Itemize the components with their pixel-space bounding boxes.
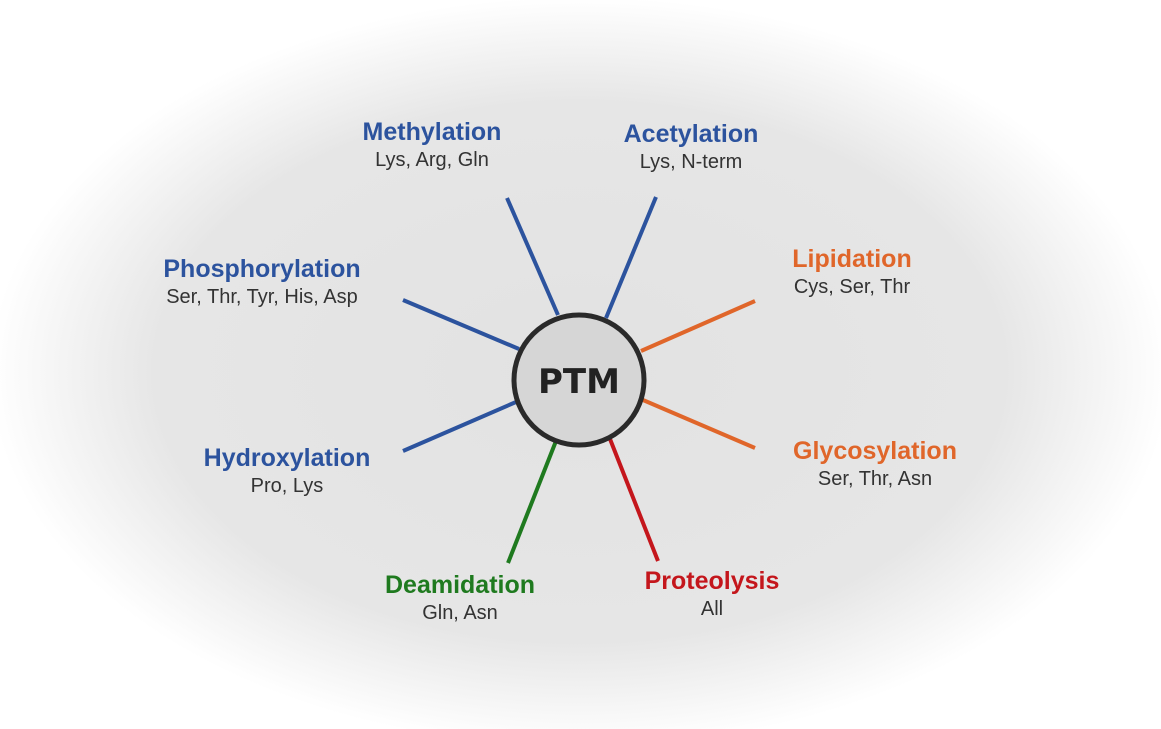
label-phosphorylation: Phosphorylation Ser, Thr, Tyr, His, Asp bbox=[163, 254, 360, 310]
acetylation-name: Acetylation bbox=[623, 120, 759, 148]
spoke-deamidation bbox=[506, 440, 558, 564]
acetylation-residues: Lys, N-term bbox=[639, 151, 743, 173]
label-methylation: Methylation Lys, Arg, Gln bbox=[363, 117, 502, 173]
hydroxylation-name: Hydroxylation bbox=[203, 444, 371, 472]
proteolysis-name: Proteolysis bbox=[644, 567, 780, 595]
spoke-methylation bbox=[505, 197, 560, 316]
phosphorylation-residues: Ser, Thr, Tyr, His, Asp bbox=[166, 286, 358, 308]
ptm-hub-circle bbox=[511, 312, 647, 448]
label-hydroxylation: Hydroxylation Pro, Lys bbox=[204, 443, 371, 499]
label-deamidation: Deamidation Gln, Asn bbox=[385, 570, 535, 626]
spoke-proteolysis bbox=[608, 438, 660, 562]
spoke-phosphorylation bbox=[402, 298, 520, 351]
methylation-residues: Lys, Arg, Gln bbox=[375, 149, 489, 171]
proteolysis-residues: All bbox=[700, 598, 724, 620]
label-glycosylation: Glycosylation Ser, Thr, Asn bbox=[793, 436, 957, 492]
hydroxylation-residues: Pro, Lys bbox=[250, 475, 324, 497]
methylation-name: Methylation bbox=[362, 118, 502, 146]
label-acetylation: Acetylation Lys, N-term bbox=[624, 119, 759, 175]
lipidation-residues: Cys, Ser, Thr bbox=[793, 276, 911, 298]
spoke-lipidation bbox=[640, 299, 756, 353]
lipidation-name: Lipidation bbox=[792, 245, 912, 273]
spoke-acetylation bbox=[604, 196, 658, 319]
label-proteolysis: Proteolysis All bbox=[645, 566, 780, 622]
spoke-hydroxylation bbox=[402, 400, 517, 453]
label-lipidation: Lipidation Cys, Ser, Thr bbox=[792, 244, 911, 300]
deamidation-name: Deamidation bbox=[384, 571, 536, 599]
ptm-hub-label: PTM bbox=[538, 362, 620, 402]
glycosylation-residues: Ser, Thr, Asn bbox=[817, 468, 933, 490]
glycosylation-name: Glycosylation bbox=[793, 437, 957, 465]
phosphorylation-name: Phosphorylation bbox=[163, 255, 361, 283]
spoke-glycosylation bbox=[642, 398, 756, 450]
deamidation-residues: Gln, Asn bbox=[422, 602, 498, 624]
